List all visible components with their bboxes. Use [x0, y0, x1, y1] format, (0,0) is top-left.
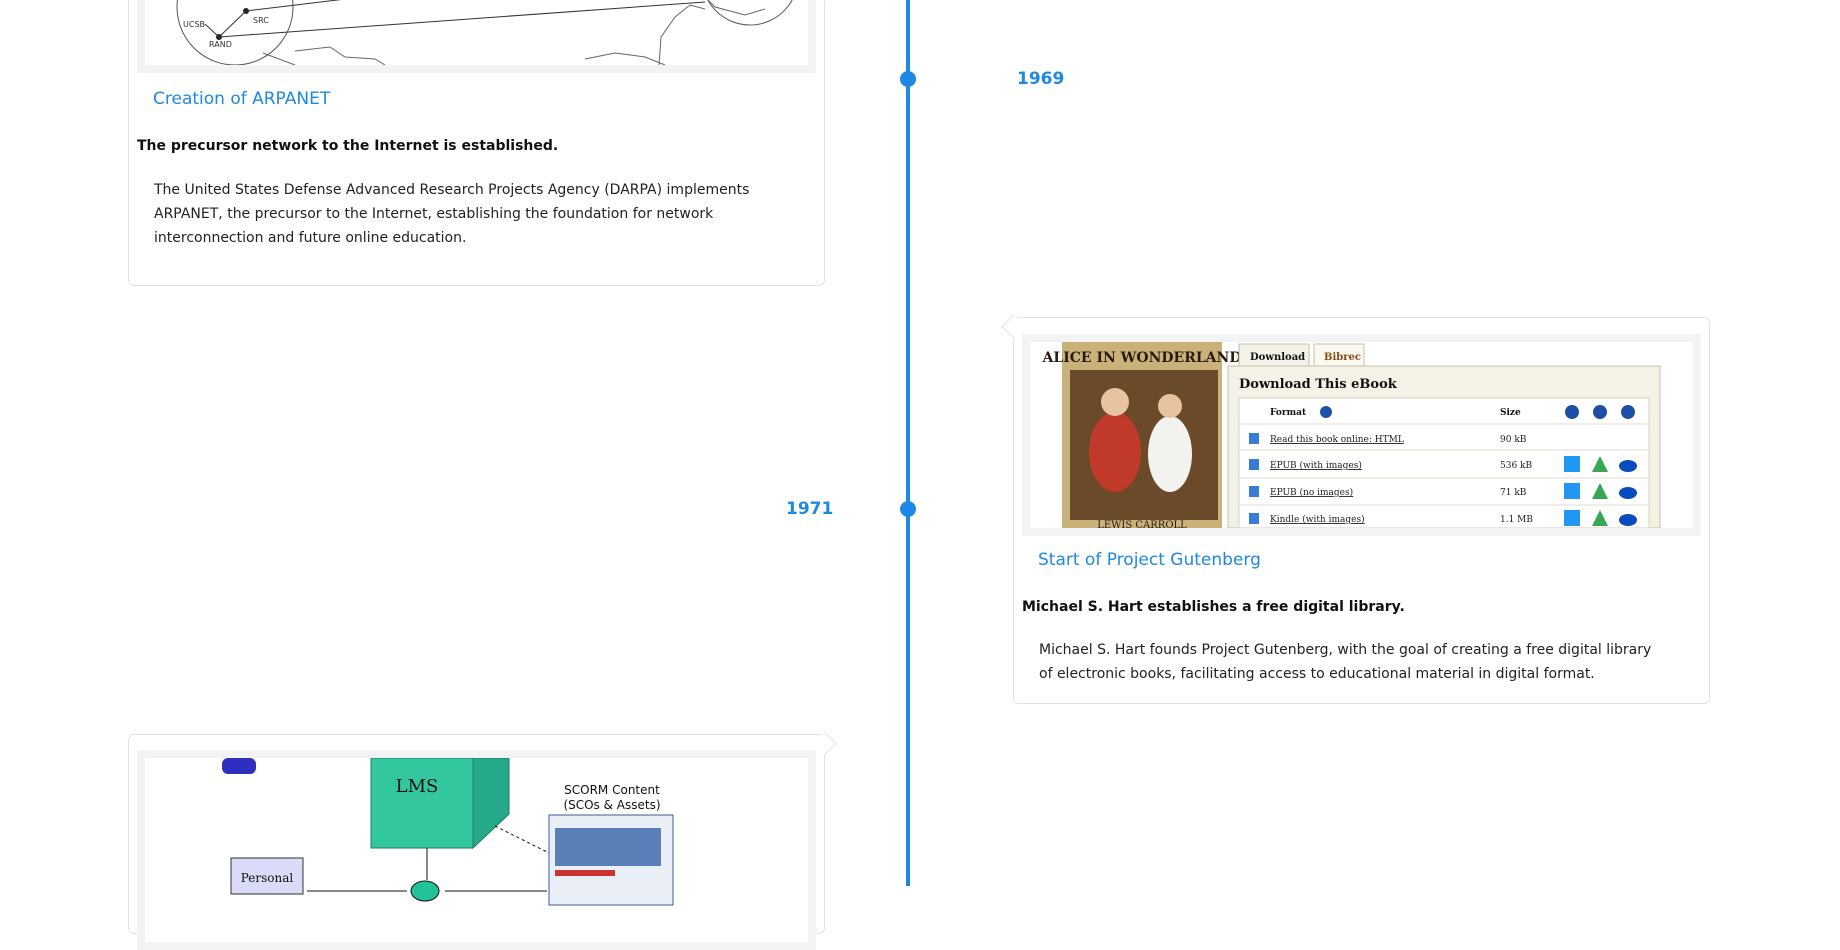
svg-text:EPUB (no images): EPUB (no images) — [1270, 487, 1353, 498]
svg-text:SCORM Content: SCORM Content — [564, 783, 660, 797]
gutenberg-download-image: ALICE IN WONDERLAND LEWIS CARROLL Downlo… — [1030, 342, 1693, 528]
arpanet-map-svg: UCSB SRC RAND — [176, 0, 793, 65]
svg-text:Read this book online: HTML: Read this book online: HTML — [1270, 435, 1404, 445]
svg-text:536 kB: 536 kB — [1500, 461, 1532, 471]
svg-text:Download This eBook: Download This eBook — [1239, 377, 1398, 392]
svg-text:Format: Format — [1270, 408, 1307, 418]
timeline-dot-1969 — [900, 71, 916, 87]
svg-text:Download: Download — [1250, 352, 1305, 363]
timeline-dot-1971 — [900, 501, 916, 517]
svg-text:UCSB: UCSB — [183, 20, 205, 29]
svg-text:90 kB: 90 kB — [1500, 435, 1527, 445]
svg-text:LMS: LMS — [396, 776, 439, 797]
svg-text:LEWIS CARROLL: LEWIS CARROLL — [1097, 520, 1187, 528]
card-image-frame: LMS SCORM Content (SCOs & Assets) Person… — [137, 750, 816, 950]
svg-text:(SCOs & Assets): (SCOs & Assets) — [563, 798, 660, 812]
svg-text:Personal: Personal — [241, 871, 294, 885]
scorm-diagram-svg: LMS SCORM Content (SCOs & Assets) Person… — [222, 758, 674, 906]
svg-text:1.1 MB: 1.1 MB — [1500, 515, 1533, 525]
svg-text:RAND: RAND — [209, 40, 232, 49]
card-subtitle: The precursor network to the Internet is… — [137, 138, 559, 154]
svg-text:Bibrec: Bibrec — [1324, 352, 1361, 363]
card-image-frame: ALICE IN WONDERLAND LEWIS CARROLL Downlo… — [1022, 334, 1701, 536]
timeline-year-1969: 1969 — [1017, 69, 1065, 89]
card-image-frame: UCSB SRC RAND — [137, 0, 816, 73]
card-description: Michael S. Hart founds Project Gutenberg… — [1039, 642, 1652, 682]
card-title[interactable]: Start of Project Gutenberg — [1038, 550, 1261, 570]
svg-text:Size: Size — [1500, 408, 1521, 418]
svg-text:EPUB (with images): EPUB (with images) — [1270, 460, 1362, 471]
gutenberg-download-svg: ALICE IN WONDERLAND LEWIS CARROLL Downlo… — [1042, 342, 1661, 528]
timeline-card-scorm: LMS SCORM Content (SCOs & Assets) Person… — [128, 734, 825, 950]
card-title[interactable]: Creation of ARPANET — [153, 89, 331, 109]
timeline-card-gutenberg: ALICE IN WONDERLAND LEWIS CARROLL Downlo… — [1013, 317, 1710, 704]
svg-text:SRC: SRC — [253, 16, 269, 25]
timeline-year-1971: 1971 — [786, 499, 834, 519]
arpanet-map-image: UCSB SRC RAND — [145, 0, 808, 65]
svg-text:71 kB: 71 kB — [1500, 488, 1527, 498]
scorm-diagram-image: LMS SCORM Content (SCOs & Assets) Person… — [145, 758, 808, 942]
card-subtitle: Michael S. Hart establishes a free digit… — [1022, 599, 1405, 615]
card-description: The United States Defense Advanced Resea… — [154, 182, 750, 246]
timeline-line — [906, 0, 910, 886]
svg-text:Kindle (with images): Kindle (with images) — [1270, 514, 1365, 525]
timeline-card-arpanet: UCSB SRC RAND Creation of ARPANET The pr… — [128, 0, 825, 286]
svg-text:ALICE IN WONDERLAND: ALICE IN WONDERLAND — [1042, 350, 1242, 366]
